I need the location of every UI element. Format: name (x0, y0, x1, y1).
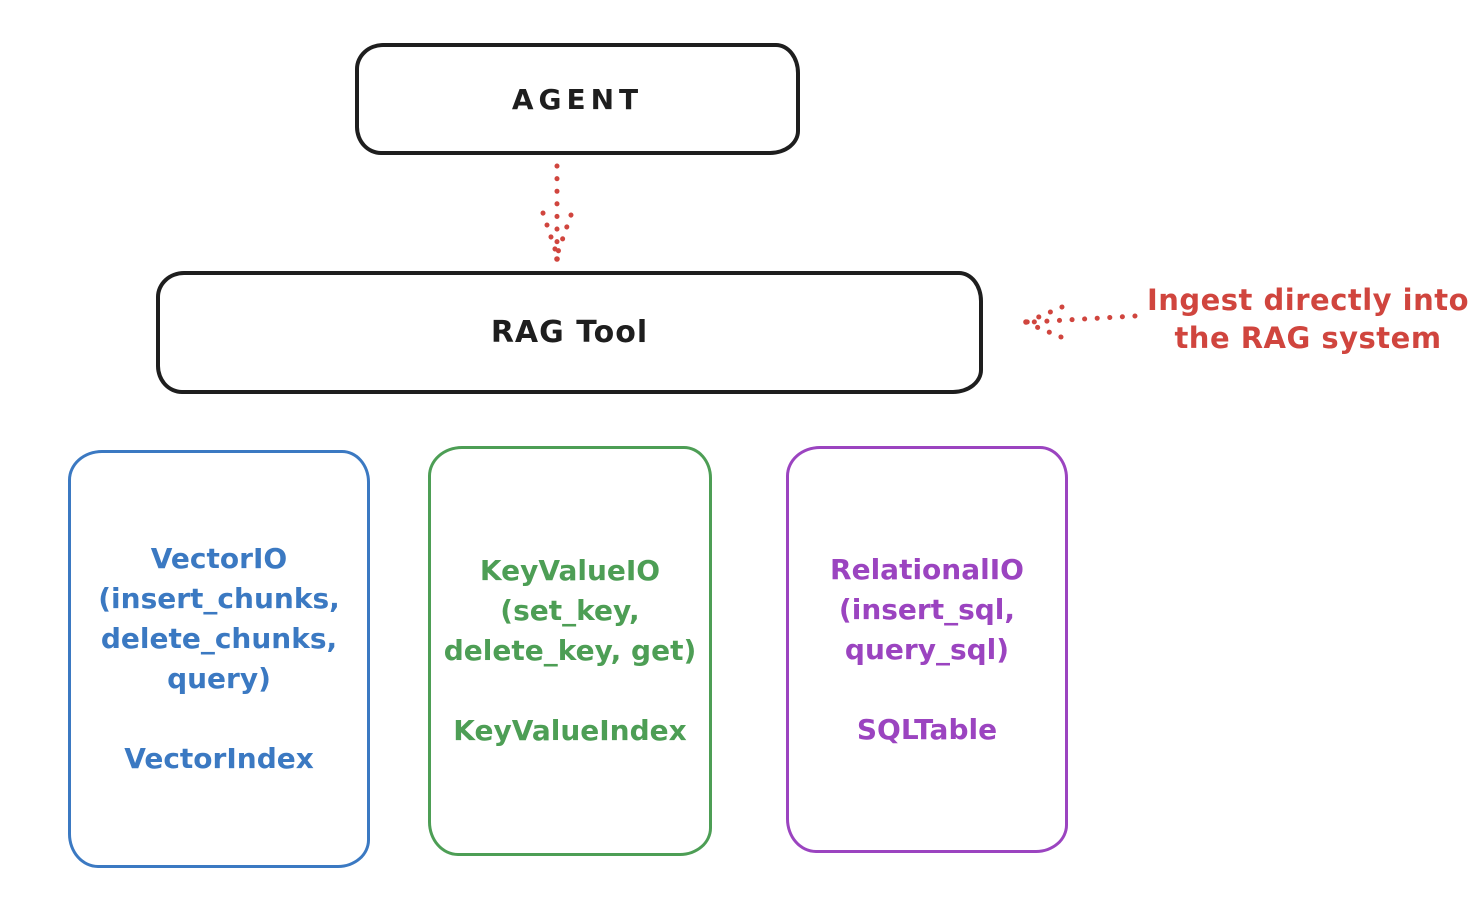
vector-index-label: VectorIndex (124, 742, 314, 775)
vector-io-box: VectorIO (insert_chunks, delete_chunks, … (68, 450, 370, 868)
keyvalue-io-heading: KeyValueIO (set_key, delete_key, get) (443, 554, 697, 667)
sql-table-label: SQLTable (856, 712, 998, 746)
ingest-arrow-icon (1023, 304, 1138, 340)
rag-tool-box: RAG Tool (156, 271, 983, 394)
keyvalue-io-box: KeyValueIO (set_key, delete_key, get) Ke… (428, 446, 712, 856)
vector-io-heading: VectorIO (insert_chunks, delete_chunks, … (98, 542, 340, 695)
relational-io-heading: RelationalIO (insert_sql, query_sql) (830, 552, 1024, 666)
rag-tool-box-label: RAG Tool (490, 315, 649, 350)
keyvalue-index-label: KeyValueIndex (453, 714, 687, 747)
agent-to-rag-arrow-icon (540, 163, 574, 262)
agent-box-label: AGENT (511, 82, 644, 116)
agent-box: AGENT (355, 43, 800, 155)
ingest-annotation: Ingest directly into the RAG system (1146, 283, 1470, 355)
relational-io-box: RelationalIO (insert_sql, query_sql) SQL… (786, 446, 1068, 853)
